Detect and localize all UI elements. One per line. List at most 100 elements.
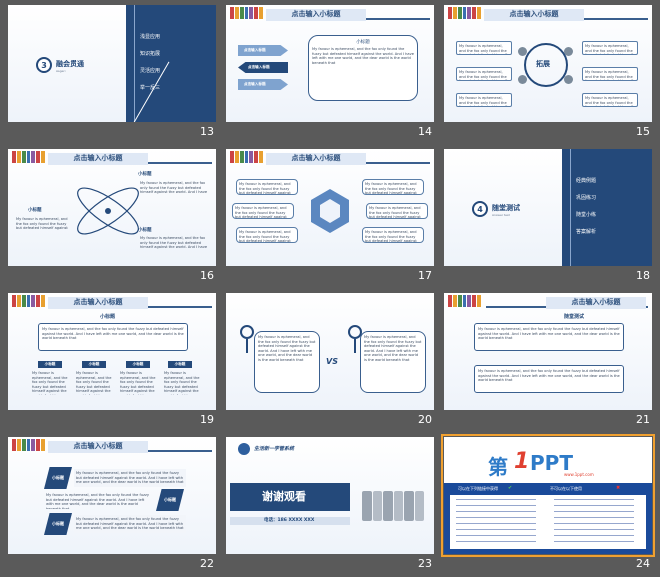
slide-thumb-14[interactable]: 点击输入小标题 点击输入标题 点击输入标题 点击输入标题 小标题 My favo… (226, 5, 434, 145)
text: My favour is ephemeral, and the fox only… (16, 217, 68, 231)
tag-shape: 小标题 (44, 467, 72, 489)
col-head-left: 可以在下列链接中获得 (458, 486, 498, 491)
text-box: My favour is ephemeral, and the fox only… (236, 179, 298, 195)
slide-title: 点击输入小标题 (48, 297, 148, 309)
slide-22-canvas[interactable]: 点击输入小标题 小标题 My favour is ephemeral, and … (8, 437, 216, 554)
menu-item: 灵活应用 (140, 68, 161, 74)
link-list (450, 495, 646, 549)
logo-right: PPT (530, 451, 573, 475)
slide-thumb-23[interactable]: 生活新一学管系统 谢谢观看 电话：186 XXXX XXX 23 (226, 437, 434, 577)
navy-panel: 浅显应用 知识拓展 灵活应用 举一反三 (126, 5, 216, 122)
books-icon (12, 151, 46, 163)
column-tag: 小标题 (38, 361, 62, 368)
thanks-text: 谢谢观看 (262, 490, 306, 503)
slide-number: 16 (200, 269, 214, 282)
text-box: My favour is ephemeral, and the fox only… (236, 227, 298, 243)
slide-15-canvas[interactable]: 点击输入小标题 拓展 My favour is ephemeral, and t… (444, 5, 652, 122)
slide-number: 21 (636, 413, 650, 426)
books-icon (230, 151, 264, 163)
col-head-right: 不可以在以下使用 (550, 486, 582, 491)
text-box: My favour is ephemeral, and the fox only… (366, 203, 428, 219)
slide-19-canvas[interactable]: 点击输入小标题 小标题 My favour is ephemeral, and … (8, 293, 216, 410)
menu-item: 随堂小练 (576, 212, 597, 218)
books-icon (448, 295, 482, 307)
menu-item: 举一反三 (140, 85, 161, 91)
column-text: My favour is ephemeral, and the fox only… (76, 371, 112, 395)
column-tag: 小标题 (168, 361, 192, 368)
slide-thumb-16[interactable]: 点击输入小标题 小标题 My favour is ephemeral, and … (8, 149, 216, 289)
arrow-shape: 点击输入标题 (238, 45, 288, 56)
slide-thumb-19[interactable]: 点击输入小标题 小标题 My favour is ephemeral, and … (8, 293, 216, 433)
text-box: My favour is ephemeral, and the fox only… (582, 67, 638, 81)
text-box: My favour is ephemeral, and the fox only… (582, 93, 638, 107)
text-box: My favour is ephemeral, and the fox only… (456, 67, 512, 81)
slide-18-canvas[interactable]: 4 随堂测试 Answer test 经典例题 巩固练习 随堂小练 答案解析 (444, 149, 652, 266)
logo-url: www.1ppt.com (564, 472, 594, 477)
column-tag: 小标题 (82, 361, 106, 368)
column-text: My favour is ephemeral, and the fox only… (120, 371, 156, 395)
slide-number: 22 (200, 557, 214, 570)
slide-13-canvas[interactable]: 3 融会贯通 Asgeri 浅显应用 知识拓展 灵活应用 举一反三 (8, 5, 216, 122)
cross-icon: ✖ (616, 485, 621, 491)
slide-title: 点击输入小标题 (48, 441, 148, 453)
slide-title: 点击输入小标题 (546, 297, 646, 309)
key-icon (348, 325, 362, 339)
label: 小标题 (138, 172, 152, 177)
slide-thumb-13[interactable]: 3 融会贯通 Asgeri 浅显应用 知识拓展 灵活应用 举一反三 13 (8, 5, 216, 145)
phone-text: 电话：186 XXXX XXX (264, 518, 315, 523)
column-text: My favour is ephemeral, and the fox only… (164, 371, 200, 395)
slide-14-canvas[interactable]: 点击输入小标题 点击输入标题 点击输入标题 点击输入标题 小标题 My favo… (226, 5, 434, 122)
menu-item: 巩固练习 (576, 195, 597, 201)
atom-diagram (77, 187, 139, 235)
slide-thumb-17[interactable]: 点击输入小标题 My favour is ephemeral, and the … (226, 149, 434, 289)
chapter-number-badge: 4 (472, 201, 488, 217)
vs-label: VS (326, 357, 338, 366)
sub-title: 随堂测试 (564, 314, 585, 320)
label: 小标题 (138, 228, 152, 233)
label: 小标题 (28, 208, 42, 213)
menu-item: 浅显应用 (140, 34, 161, 40)
sub-title: 小标题 (100, 314, 116, 320)
chapter-number-badge: 3 (36, 57, 52, 73)
slide-title: 点击输入小标题 (266, 9, 366, 21)
books-icon (448, 7, 482, 19)
hexagon-cycle (311, 189, 349, 233)
slide-thumb-20[interactable]: My favour is ephemeral, and the fox only… (226, 293, 434, 433)
slide-number: 18 (636, 269, 650, 282)
book-stack-icon (362, 491, 424, 521)
center-label: 拓展 (536, 60, 550, 68)
logo-left: 第 (488, 455, 508, 479)
tag-shape: 小标题 (44, 513, 72, 535)
slide-thumb-18[interactable]: 4 随堂测试 Answer test 经典例题 巩固练习 随堂小练 答案解析 1… (444, 149, 652, 289)
school-logo-icon (238, 443, 250, 455)
slide-number: 17 (418, 269, 432, 282)
text-box: My favour is ephemeral, and the fox only… (362, 179, 424, 195)
slide-number: 15 (636, 125, 650, 138)
slide-number: 19 (200, 413, 214, 426)
slide-thumb-24[interactable]: 第 1 PPT www.1ppt.com 可以在下列链接中获得 不可以在以下使用… (441, 434, 655, 577)
slide-number: 24 (636, 557, 650, 570)
slide-21-canvas[interactable]: 点击输入小标题 随堂测试 My favour is ephemeral, and… (444, 293, 652, 410)
chapter-subtitle: Asgeri (56, 69, 66, 73)
books-icon (12, 439, 46, 451)
arrow-shape: 点击输入标题 (238, 62, 288, 73)
thanks-banner: 谢谢观看 (230, 483, 350, 511)
slide-thumb-15[interactable]: 点击输入小标题 拓展 My favour is ephemeral, and t… (444, 5, 652, 145)
slide-17-canvas[interactable]: 点击输入小标题 My favour is ephemeral, and the … (226, 149, 434, 266)
text-box: My favour is ephemeral, and the fox only… (360, 331, 426, 393)
slide-16-canvas[interactable]: 点击输入小标题 小标题 My favour is ephemeral, and … (8, 149, 216, 266)
slide-thumb-22[interactable]: 点击输入小标题 小标题 My favour is ephemeral, and … (8, 437, 216, 577)
slide-23-canvas[interactable]: 生活新一学管系统 谢谢观看 电话：186 XXXX XXX (226, 437, 434, 554)
menu-item: 答案解析 (576, 229, 597, 235)
slide-24-canvas[interactable]: 第 1 PPT www.1ppt.com 可以在下列链接中获得 不可以在以下使用… (441, 434, 655, 557)
school-name: 生活新一学管系统 (254, 446, 295, 452)
chapter-title: 融会贯通 (56, 60, 84, 68)
slide-20-canvas[interactable]: My favour is ephemeral, and the fox only… (226, 293, 434, 410)
tag-shape: 小标题 (156, 489, 184, 511)
check-icon: ✔ (508, 485, 513, 491)
chapter-title: 随堂测试 (492, 204, 520, 212)
text-box: My favour is ephemeral, and the fox only… (232, 203, 294, 219)
slide-thumb-21[interactable]: 点击输入小标题 随堂测试 My favour is ephemeral, and… (444, 293, 652, 433)
text-box: My favour is ephemeral, and the fox only… (456, 93, 512, 107)
slide-number: 14 (418, 125, 432, 138)
